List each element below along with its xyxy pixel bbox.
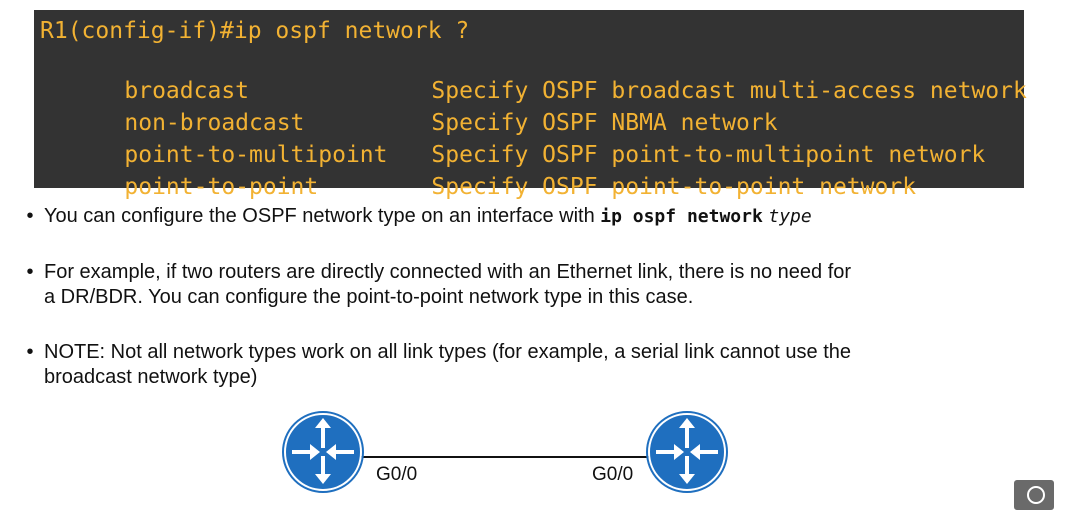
bullet-dot: • [26,341,34,363]
bullet-dot: • [26,261,34,283]
cli-option-name: non-broadcast [124,110,305,136]
bullet-text-line: For example, if two routers are directly… [44,261,852,283]
bullet-dot: • [26,205,34,227]
corner-logo-icon [1014,480,1054,510]
bullet-text-line: a DR/BDR. You can configure the point-to… [44,286,694,308]
interface-label-left: G0/0 [376,464,418,485]
cli-option-description: Specify OSPF point-to-point network [431,174,917,200]
cli-output-panel: R1(config-if)#ip ospf network ? broadcas… [34,10,1027,200]
cli-option-name: point-to-point [124,174,319,200]
router-icon [646,411,728,493]
cli-option-name: broadcast [124,78,250,104]
bullet-text-line: NOTE: Not all network types work on all … [44,341,852,363]
command-argument: type [768,206,812,227]
interface-label-right: G0/0 [592,464,634,485]
cli-option-description: Specify OSPF point-to-multipoint network [431,142,986,168]
bullet-text: You can configure the OSPF network type … [44,204,1042,229]
globe-icon [1027,486,1045,504]
bullet-text-part: You can configure the OSPF network type … [44,205,601,227]
cli-option-row: broadcast Specify OSPF broadcast multi-ac… [69,46,1027,136]
cli-option-description: Specify OSPF NBMA network [431,110,778,136]
cli-option-description: Specify OSPF broadcast multi-access netw… [431,78,1027,104]
cli-option-row: point-to-point Specify OSPF point-to-poin… [69,142,916,232]
command-keyword: ip ospf network [600,206,763,227]
bullet-text-line: broadcast network type) [44,366,258,388]
cli-option-name: point-to-multipoint [124,142,388,168]
cli-option-row: non-broadcast Specify OSPF NBMA network [69,78,778,168]
router-icon [282,411,364,493]
cli-prompt: R1(config-if)#ip ospf network ? [40,18,470,44]
